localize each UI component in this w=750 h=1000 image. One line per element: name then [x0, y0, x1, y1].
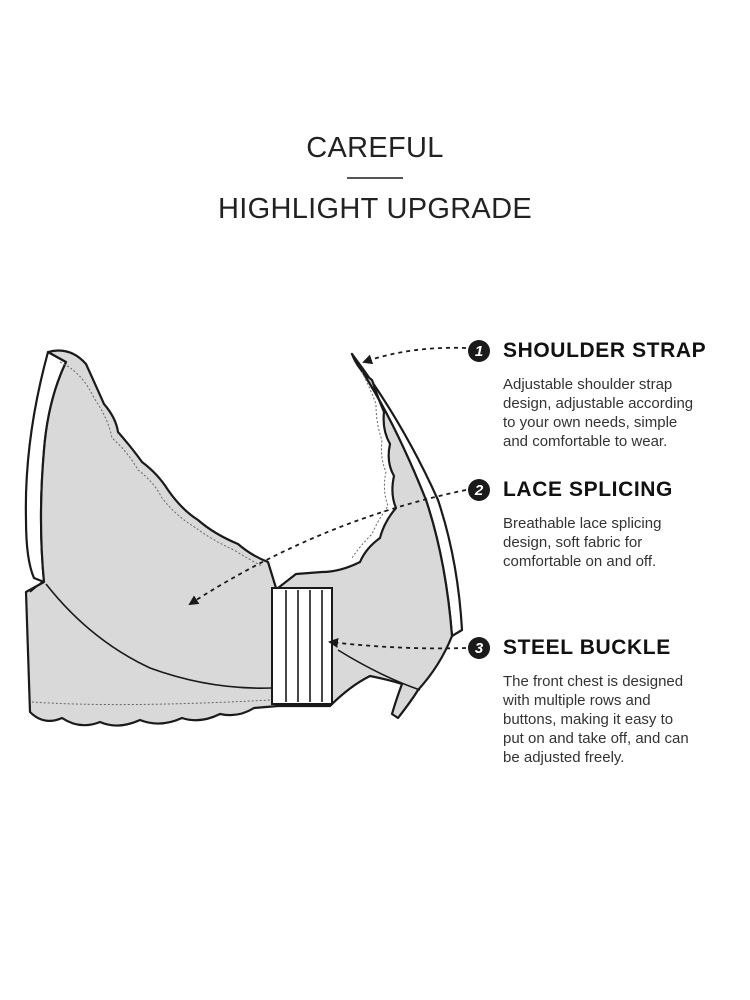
right-lace-stitch	[351, 371, 389, 559]
feature-title: SHOULDER STRAP	[503, 339, 707, 362]
number-badge: 2	[468, 479, 490, 501]
feature-description: Breathable lace splicing design, soft fa…	[503, 515, 662, 570]
feature-header: 3 STEEL BUCKLE	[468, 634, 738, 662]
feature-title: LACE SPLICING	[503, 478, 673, 501]
left-cup	[24, 349, 280, 727]
feature-lace-splicing: 2 LACE SPLICING Breathable lace splicing…	[468, 476, 738, 571]
feature-description: Adjustable shoulder strap design, adjust…	[503, 376, 694, 450]
header-title: CAREFUL	[306, 132, 444, 164]
left-side-seam	[29, 581, 43, 593]
callout-arrow-shoulder-strap	[362, 346, 467, 365]
feature-header: 2 LACE SPLICING	[468, 476, 738, 504]
buckle-panel	[271, 587, 333, 705]
feature-header: 1 SHOULDER STRAP	[468, 337, 738, 365]
feature-description: The front chest is designed with multipl…	[503, 673, 689, 766]
number-badge: 3	[468, 637, 490, 659]
header-divider	[347, 177, 403, 179]
left-lower-stitch	[31, 699, 271, 706]
number-badge: 1	[468, 340, 490, 362]
callout-arrow-steel-buckle	[328, 637, 467, 650]
right-underwire	[337, 649, 421, 691]
feature-steel-buckle: 3 STEEL BUCKLE The front chest is design…	[468, 634, 738, 767]
feature-shoulder-strap: 1 SHOULDER STRAP Adjustable shoulder str…	[468, 337, 738, 451]
feature-title: STEEL BUCKLE	[503, 636, 671, 659]
header-subtitle: HIGHLIGHT UPGRADE	[218, 193, 532, 225]
left-underwire	[45, 583, 273, 689]
